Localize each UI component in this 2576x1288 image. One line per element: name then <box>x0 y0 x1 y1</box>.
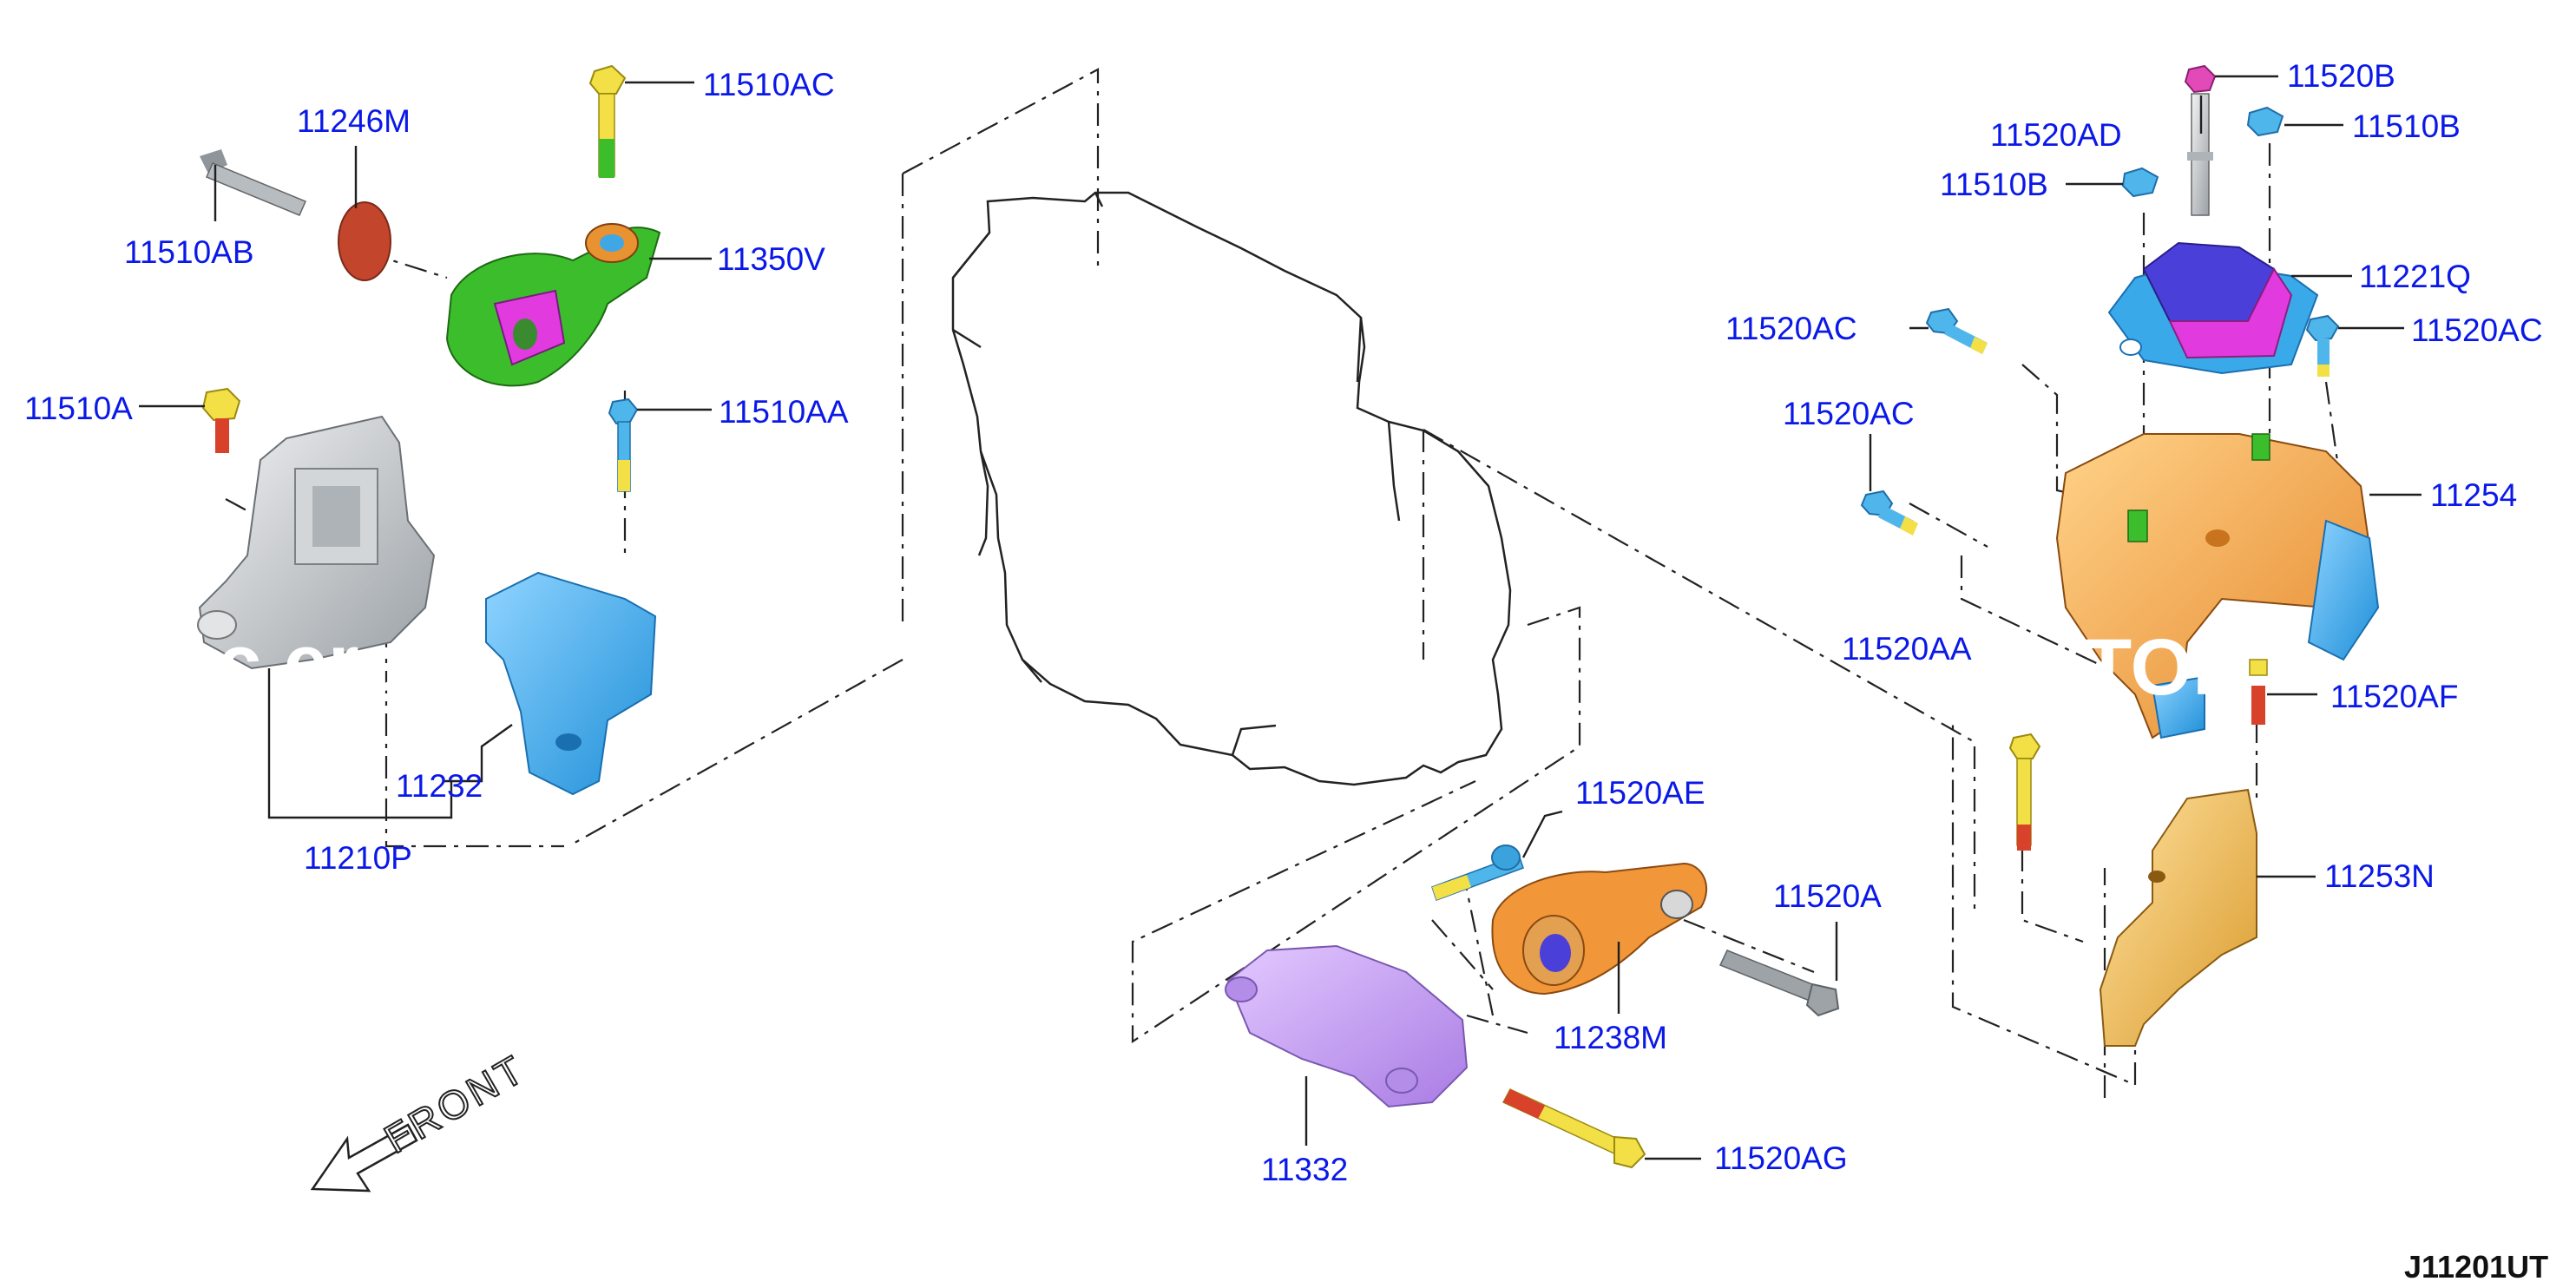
watermark-right: TOP <box>2083 623 2245 712</box>
callout-11246M: 11246M <box>297 103 411 139</box>
stud-11520AD <box>2187 93 2213 216</box>
callout-11210P: 11210P <box>304 840 412 876</box>
nut-11510B-right <box>2246 106 2284 137</box>
callout-11254: 11254 <box>2430 477 2517 513</box>
bolt-11520AG <box>1502 1088 1646 1169</box>
callout-11253N: 11253N <box>2324 858 2435 894</box>
bolt-11520AC-right <box>2305 314 2340 377</box>
callout-11520AC-mid: 11520AC <box>1783 396 1915 431</box>
bolt-11510A <box>201 387 241 453</box>
callout-11510AA: 11510AA <box>719 394 849 430</box>
callout-11510AC-top: 11510AC <box>703 67 835 102</box>
front-direction-arrow <box>310 1123 418 1193</box>
callout-11520A: 11520A <box>1773 878 1882 914</box>
torque-link-11238M <box>1491 862 1707 996</box>
front-label: FRONT <box>377 1045 534 1161</box>
callout-11520AC-left: 11520AC <box>1725 311 1857 346</box>
callout-11350V: 11350V <box>717 241 825 277</box>
engine-mount-11210P <box>197 415 436 670</box>
callout-11232: 11232 <box>396 768 483 804</box>
callout-11520B: 11520B <box>2287 58 2395 94</box>
callout-11520AG: 11520AG <box>1714 1140 1848 1176</box>
nut-11510B-left <box>2121 167 2159 198</box>
callout-11332: 11332 <box>1261 1152 1348 1187</box>
callout-11520AF: 11520AF <box>2330 679 2458 714</box>
watermark-left: c erc <box>217 619 404 707</box>
bolt-11520AE <box>1431 844 1524 901</box>
callout-11510A: 11510A <box>24 391 133 426</box>
bolt-11520AF <box>2249 659 2268 725</box>
engine-outline <box>951 191 1512 786</box>
bolt-11520AC-left <box>1925 307 1988 354</box>
bracket-11254 <box>2055 433 2380 739</box>
bolt-11510AB <box>200 149 306 216</box>
bracket-11232 <box>485 571 657 796</box>
bracket-11253N <box>2099 788 2257 1047</box>
callout-11520AC-right: 11520AC <box>2411 312 2543 348</box>
bracket-11332 <box>1225 944 1469 1108</box>
leader-lines <box>139 75 2422 1160</box>
callout-11238M: 11238M <box>1554 1020 1667 1055</box>
insulator-11221Q <box>2107 241 2319 375</box>
bolt-11520AA <box>2008 733 2041 851</box>
bolt-11510AC-top <box>588 64 627 178</box>
bolt-11520AC-mid <box>1860 490 1918 536</box>
callout-11510B-right: 11510B <box>2352 108 2461 144</box>
callout-11510B-left: 11510B <box>1940 167 2048 202</box>
part-callouts: 11510AC 11246M 11510AB 11350V 11510A 115… <box>24 58 2543 1187</box>
drawing-code: J11201UT <box>2404 1249 2548 1285</box>
callout-11520AE: 11520AE <box>1575 775 1705 811</box>
nut-11520B <box>2184 64 2217 94</box>
callout-11510AB: 11510AB <box>124 234 254 270</box>
bolt-11510AA <box>608 398 639 492</box>
callout-11520AD: 11520AD <box>1990 117 2122 153</box>
bolt-11520A <box>1718 950 1840 1017</box>
callout-11221Q: 11221Q <box>2359 259 2471 294</box>
washer-11246M <box>338 201 391 281</box>
callout-11520AA: 11520AA <box>1842 631 1972 667</box>
torque-rod-11350V <box>445 223 661 387</box>
